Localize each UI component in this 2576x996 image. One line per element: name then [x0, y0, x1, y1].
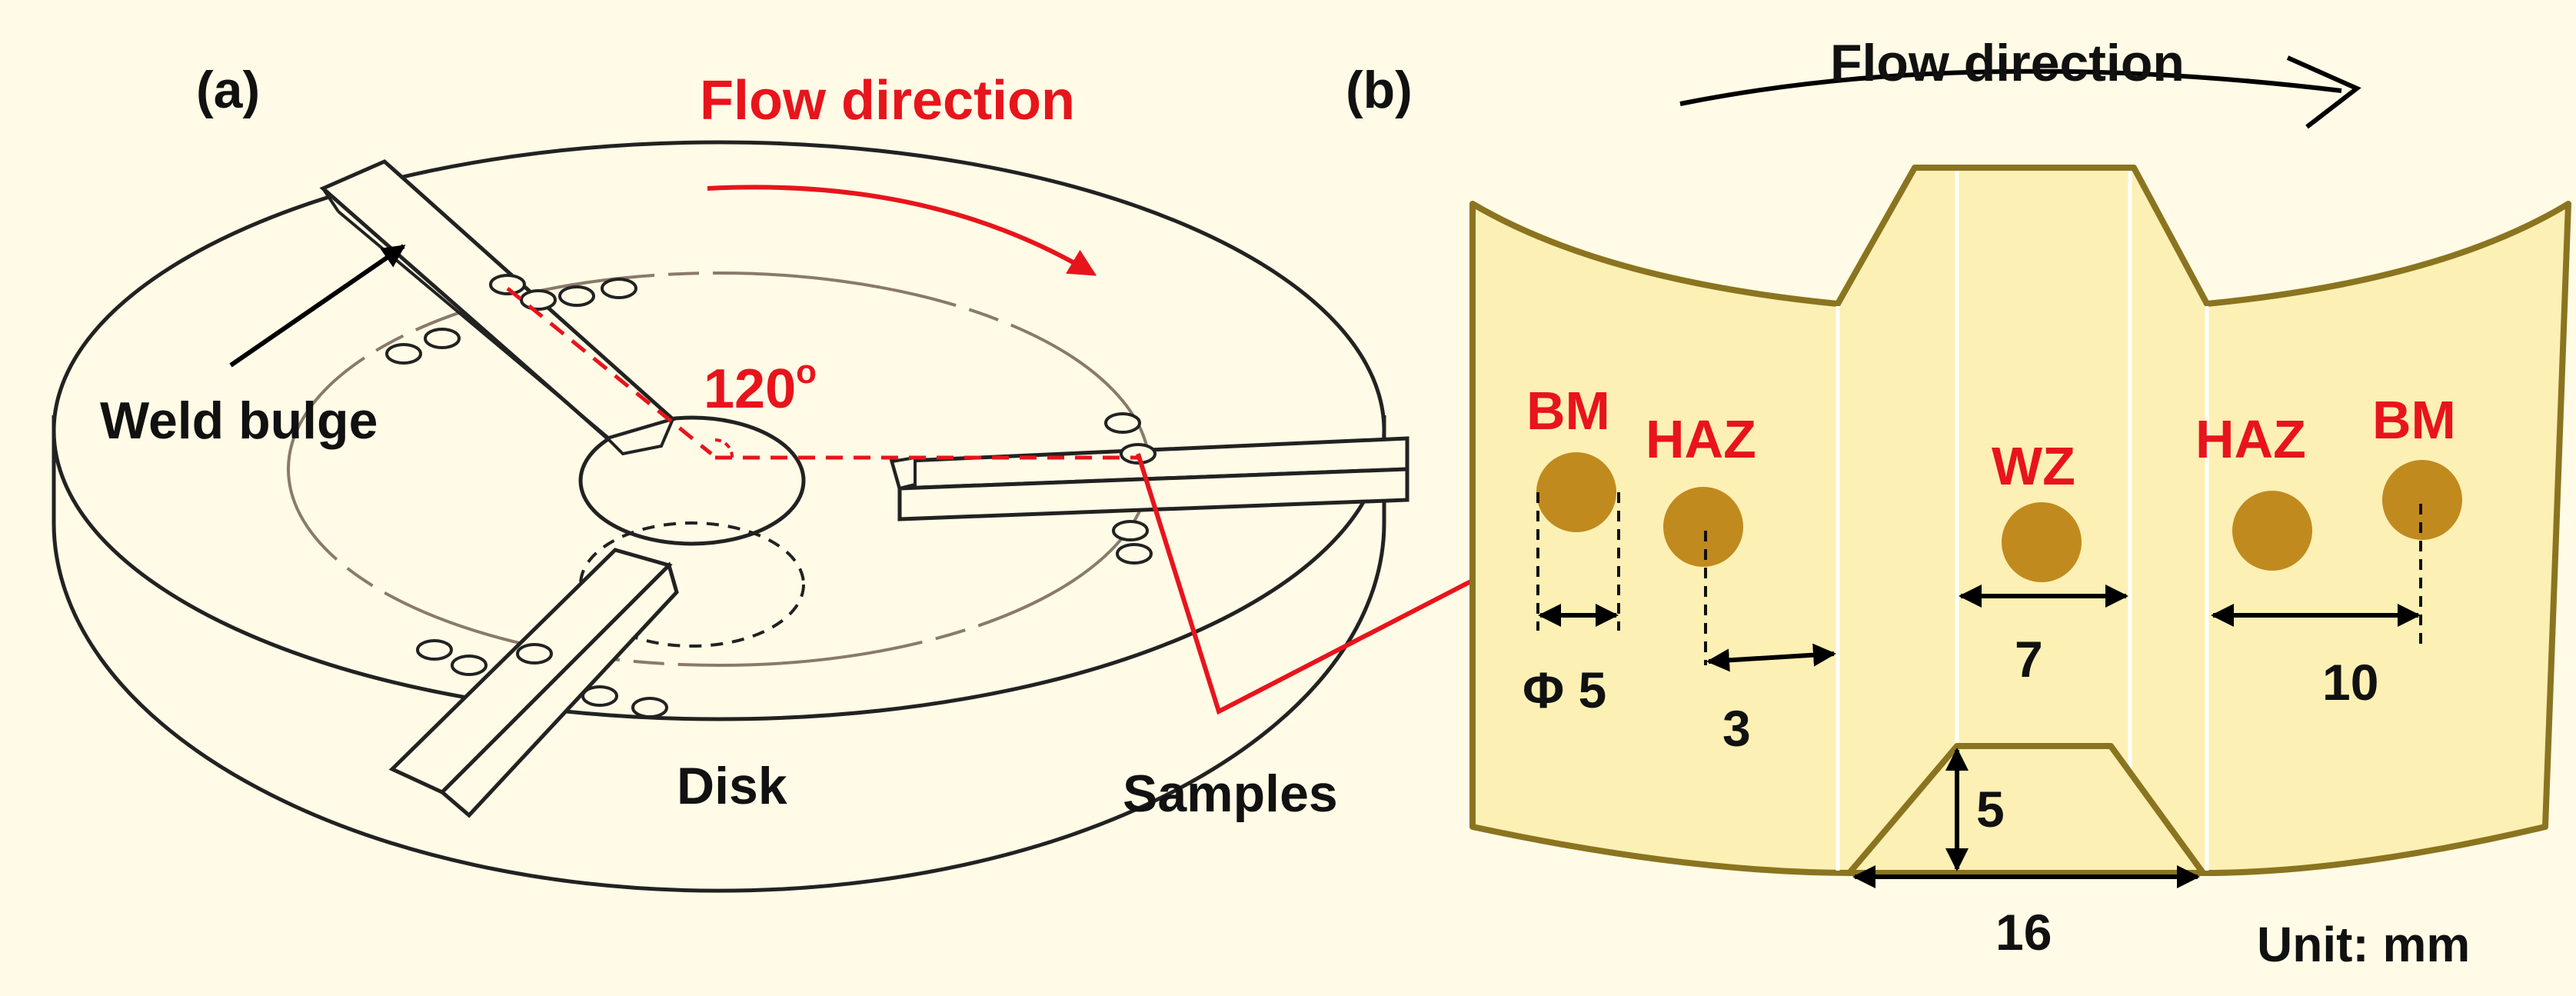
dim-label-diameter: Φ 5 — [1523, 661, 1606, 718]
sample-hole — [1116, 543, 1153, 565]
sample-hole — [1112, 520, 1149, 541]
dim-label-haz-offset: 3 — [1722, 700, 1751, 757]
sample-hole — [631, 697, 668, 718]
sample-dot-haz-left — [1663, 487, 1743, 567]
sample-dot-haz-right — [2232, 491, 2312, 571]
flow-arrow-b-head — [2286, 55, 2361, 129]
panel-a: (a) Flow direction 120o Weld bulge Disk … — [52, 61, 1586, 893]
zone-label-haz-right: HAZ — [2195, 409, 2306, 469]
weld-bulge-right — [889, 436, 1409, 521]
panel-a-label: (a) — [196, 61, 260, 119]
weld-bulge-label: Weld bulge — [100, 391, 378, 450]
center-hole-dashed — [579, 521, 805, 648]
unit-label: Unit: mm — [2257, 917, 2470, 972]
sample-dot-bm-right — [2382, 460, 2462, 540]
radial-line-upper — [506, 287, 713, 455]
weld-bulge-lower — [388, 548, 679, 818]
sample-hole — [601, 278, 637, 299]
angle-arc — [714, 438, 734, 458]
sample-dot-wz — [2002, 502, 2082, 582]
dim-label-bulge-height: 5 — [1976, 781, 2005, 838]
sample-hole — [489, 274, 526, 295]
dimension-arrows — [1538, 585, 2421, 888]
panel-b-label: (b) — [1346, 61, 1413, 119]
sample-hole — [451, 655, 488, 676]
sample-hole — [581, 685, 618, 707]
sample-dot-bm-left — [1536, 452, 1616, 532]
zone-label-bm-right: BM — [2372, 390, 2456, 450]
flow-direction-label-b: Flow direction — [1830, 34, 2185, 92]
sample-hole — [416, 639, 453, 661]
sample-hole — [558, 285, 595, 307]
sample-hole — [516, 643, 553, 665]
dim-label-bm-offset: 10 — [2322, 654, 2378, 711]
callout-line — [1136, 453, 1586, 715]
angle-label: 120o — [704, 353, 817, 420]
haz-offset-arrow — [1706, 643, 1836, 672]
angle-degree: o — [796, 353, 817, 391]
disk-label: Disk — [677, 757, 787, 815]
zone-label-bm-left: BM — [1526, 381, 1610, 441]
zone-label-wz: WZ — [1992, 436, 2075, 496]
sample-holes — [385, 274, 1157, 718]
sample-hole — [385, 343, 422, 365]
flow-arrow-b — [1679, 68, 2342, 106]
dim-label-wz-width: 7 — [2015, 631, 2043, 688]
flow-direction-label-a: Flow direction — [700, 70, 1075, 132]
angle-value: 120 — [704, 358, 796, 420]
weld-bulge-pointer — [229, 244, 406, 368]
dim-label-bulge-base: 16 — [1995, 904, 2052, 961]
panel-b: (b) Flow direction BM HAZ WZ HAZ BM Φ 5 … — [1346, 34, 2571, 972]
sample-hole — [1104, 412, 1141, 434]
samples-label: Samples — [1123, 764, 1338, 823]
sample-hole — [520, 289, 557, 311]
zone-label-haz-left: HAZ — [1646, 409, 1756, 469]
flow-arrow-a — [707, 185, 1097, 276]
sample-hole — [424, 328, 461, 349]
